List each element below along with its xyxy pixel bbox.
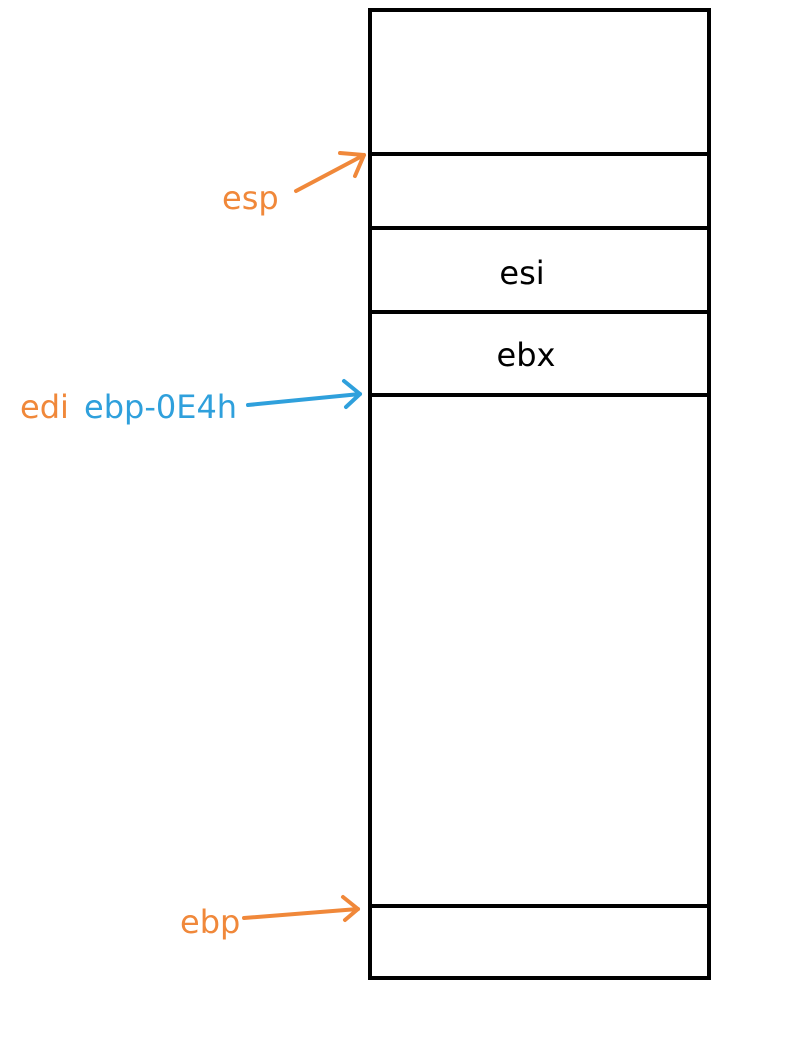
arrow-edi (246, 379, 362, 409)
arrow-esp (294, 151, 366, 193)
pointer-label-esp: esp (222, 179, 279, 217)
stack-cell-esi: esi (499, 254, 544, 292)
stack-cell-ebx: ebx (497, 336, 556, 374)
arrow-ebp (242, 895, 360, 922)
pointer-label-ebp: ebp (180, 903, 240, 941)
stack-frame (368, 8, 711, 980)
pointer-label-ebp-offset: ebp-0E4h (84, 388, 237, 426)
pointer-label-edi: edi (20, 388, 69, 426)
